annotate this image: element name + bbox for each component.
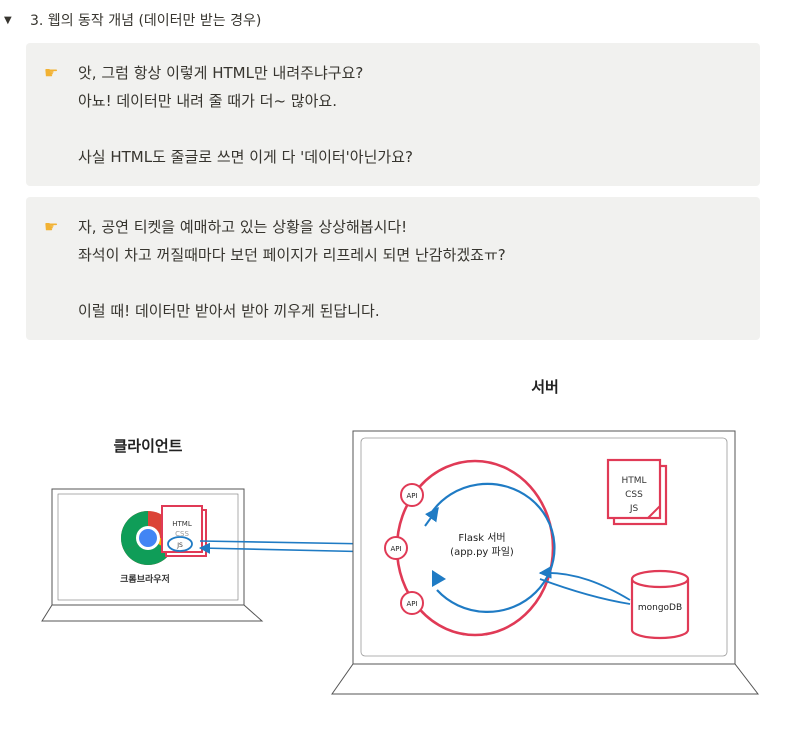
api-label: API [406,600,417,608]
db-connection-loop [538,566,631,601]
triangle-down-icon[interactable]: ▼ [4,15,12,26]
request-arrow [199,538,374,550]
pointing-hand-icon: ☛ [44,217,59,236]
server-title: 서버 [531,378,559,396]
callout-html-vs-data: ☛ 앗, 그럼 항상 이렇게 HTML만 내려주냐구요? 아뇨! 데이터만 내려… [26,43,760,186]
server-doc-js: JS [629,504,639,514]
client-doc-js: JS [176,542,183,549]
client-server-diagram: 서버 클라이언트 크롬브라우저 HTML CSS JS [0,360,785,732]
callout-text: 앗, 그럼 항상 이렇게 HTML만 내려주냐구요? 아뇨! 데이터만 내려 줄… [78,59,413,171]
api-label: API [390,545,401,553]
db-label: mongoDB [638,603,682,613]
flask-label-line1: Flask 서버 [458,532,505,544]
flask-cycle-ring [431,482,556,613]
api-badge-top: API [400,483,424,507]
callout-line: 아뇨! 데이터만 내려 줄 때가 더~ 많아요. [78,92,337,110]
api-label: API [406,492,417,500]
toggle-header[interactable]: ▼ 3. 웹의 동작 개념 (데이터만 받는 경우) [4,9,261,33]
callout-ticket-example: ☛ 자, 공연 티켓을 예매하고 있는 상황을 상상해봅시다! 좌석이 차고 꺼… [26,197,760,340]
client-doc-html: HTML [172,520,192,528]
server-doc-html: HTML [621,476,646,486]
client-doc-css: CSS [175,530,189,538]
server-document-icon: HTML CSS JS [606,458,668,526]
server-doc-css: CSS [625,490,643,500]
callout-line: 이럴 때! 데이터만 받아서 받아 끼우게 된답니다. [78,302,380,320]
callout-line: 앗, 그럼 항상 이렇게 HTML만 내려주냐구요? [78,64,364,82]
browser-label: 크롬브라우저 [120,573,170,585]
cycle-arrowhead [432,570,446,587]
mongodb-icon: mongoDB [630,569,690,640]
toggle-title: 3. 웹의 동작 개념 (데이터만 받는 경우) [30,13,262,29]
flask-label-line2: (app.py 파일) [450,546,514,558]
client-document-icon: HTML CSS JS [161,505,207,557]
pointing-hand-icon: ☛ [44,63,59,82]
response-arrow [198,542,381,554]
callout-line: 자, 공연 티켓을 예매하고 있는 상황을 상상해봅시다! [78,218,408,236]
callout-line: 사실 HTML도 줄글로 쓰면 이게 다 '데이터'아닌가요? [78,148,413,166]
client-title: 클라이언트 [113,437,182,455]
api-badge-middle: API [384,536,408,560]
callout-text: 자, 공연 티켓을 예매하고 있는 상황을 상상해봅시다! 좌석이 차고 꺼질때… [78,213,506,325]
server-laptop [331,430,760,695]
api-badge-bottom: API [400,591,424,615]
callout-line: 좌석이 차고 꺼질때마다 보던 페이지가 리프레시 되면 난감하겠죠ㅠ? [78,246,506,264]
